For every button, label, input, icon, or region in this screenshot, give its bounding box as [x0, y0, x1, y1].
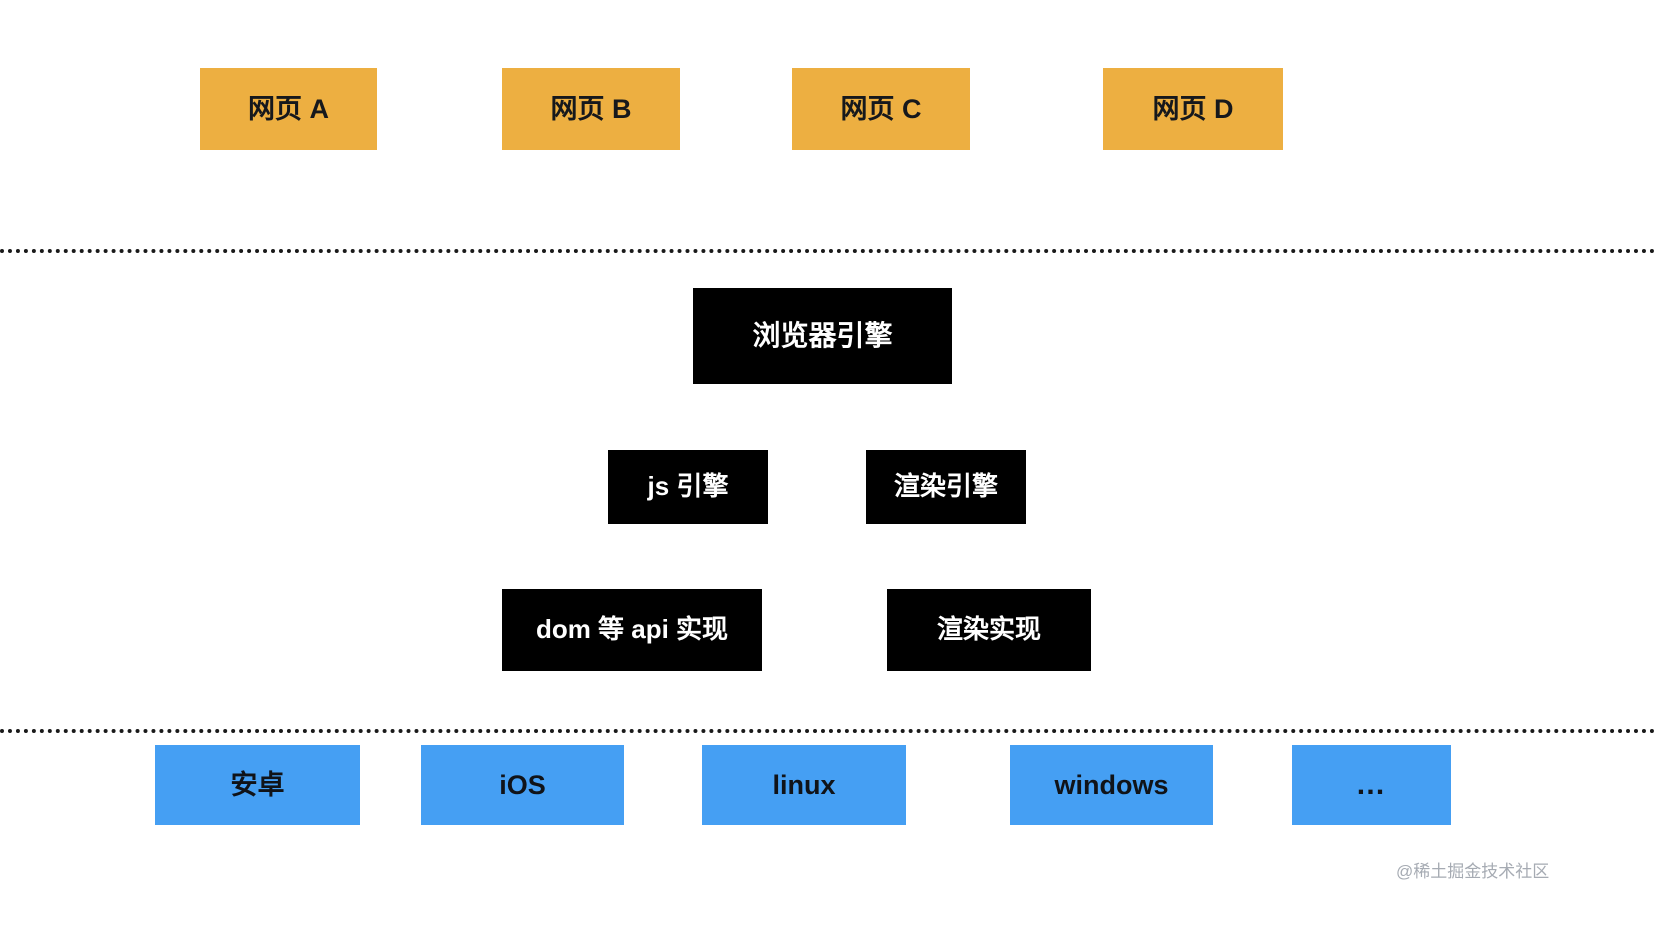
web-page-box[interactable]: 网页 C [792, 68, 970, 150]
engine-box[interactable]: dom 等 api 实现 [502, 589, 762, 671]
os-box[interactable]: 安卓 [155, 745, 360, 825]
web-page-box[interactable]: 网页 A [200, 68, 377, 150]
engine-box[interactable]: js 引擎 [608, 450, 768, 524]
engine-box[interactable]: 浏览器引擎 [693, 288, 952, 384]
watermark: @稀土掘金技术社区 [1396, 862, 1550, 881]
os-box-more[interactable]: … [1292, 745, 1451, 825]
web-page-box[interactable]: 网页 B [502, 68, 680, 150]
engine-box[interactable]: 渲染引擎 [866, 450, 1026, 524]
divider-engine-to-os [0, 729, 1656, 733]
os-box[interactable]: windows [1010, 745, 1213, 825]
divider-web-to-engine [0, 249, 1656, 253]
web-page-box[interactable]: 网页 D [1103, 68, 1283, 150]
engine-box[interactable]: 渲染实现 [887, 589, 1091, 671]
os-box[interactable]: iOS [421, 745, 624, 825]
os-box[interactable]: linux [702, 745, 906, 825]
